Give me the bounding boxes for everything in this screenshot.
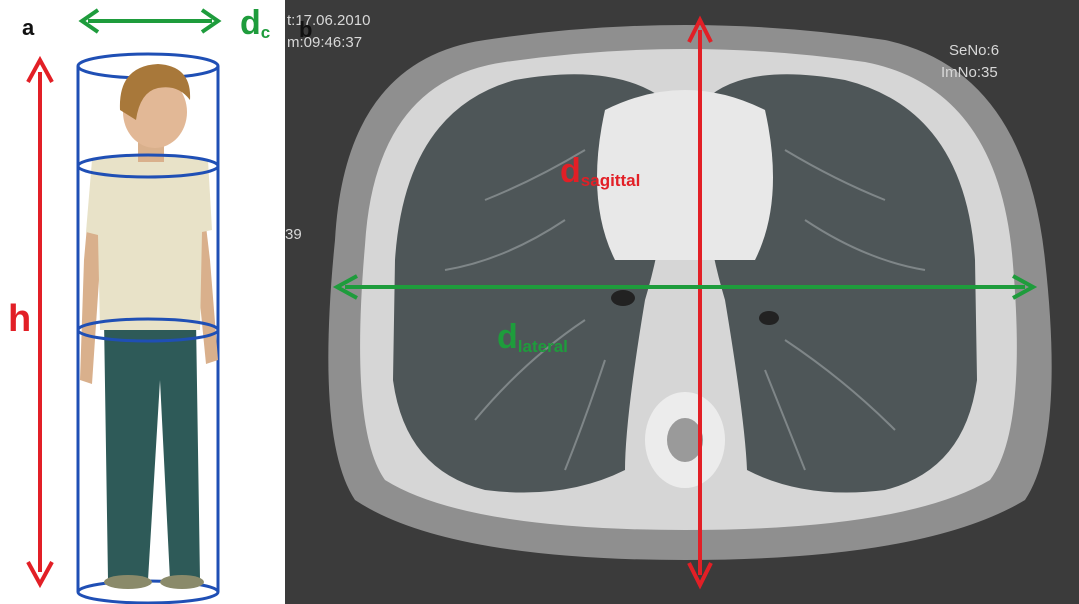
panel-a-cylinder-model: a h dc xyxy=(0,0,285,604)
panel-b-ct-scan: t:17.06.2010 m:09:46:37 SeNo:6 ImNo:35 3… xyxy=(285,0,1079,604)
panel-a-letter: a xyxy=(22,15,34,41)
height-arrow xyxy=(28,60,52,584)
diameter-arrow xyxy=(82,10,218,32)
child-figure xyxy=(80,64,218,589)
diameter-label-main: d xyxy=(240,4,261,42)
panel-b-letter: b xyxy=(299,17,312,43)
sagittal-label-sub: sagittal xyxy=(581,171,641,190)
ct-left-edge-text: 39 xyxy=(285,226,302,243)
height-label: h xyxy=(8,300,31,338)
ct-image xyxy=(285,0,1079,604)
sagittal-label-main: d xyxy=(560,152,581,190)
sagittal-label: dsagittal xyxy=(560,154,640,188)
cylinder-figure xyxy=(0,0,285,604)
diameter-label-sub: c xyxy=(261,23,270,42)
lateral-label-main: d xyxy=(497,318,518,356)
ct-image-number-text: ImNo:35 xyxy=(941,64,998,81)
lateral-label: dlateral xyxy=(497,320,568,354)
lateral-label-sub: lateral xyxy=(518,337,568,356)
ct-series-text: SeNo:6 xyxy=(949,42,999,59)
diameter-label: dc xyxy=(240,6,270,40)
